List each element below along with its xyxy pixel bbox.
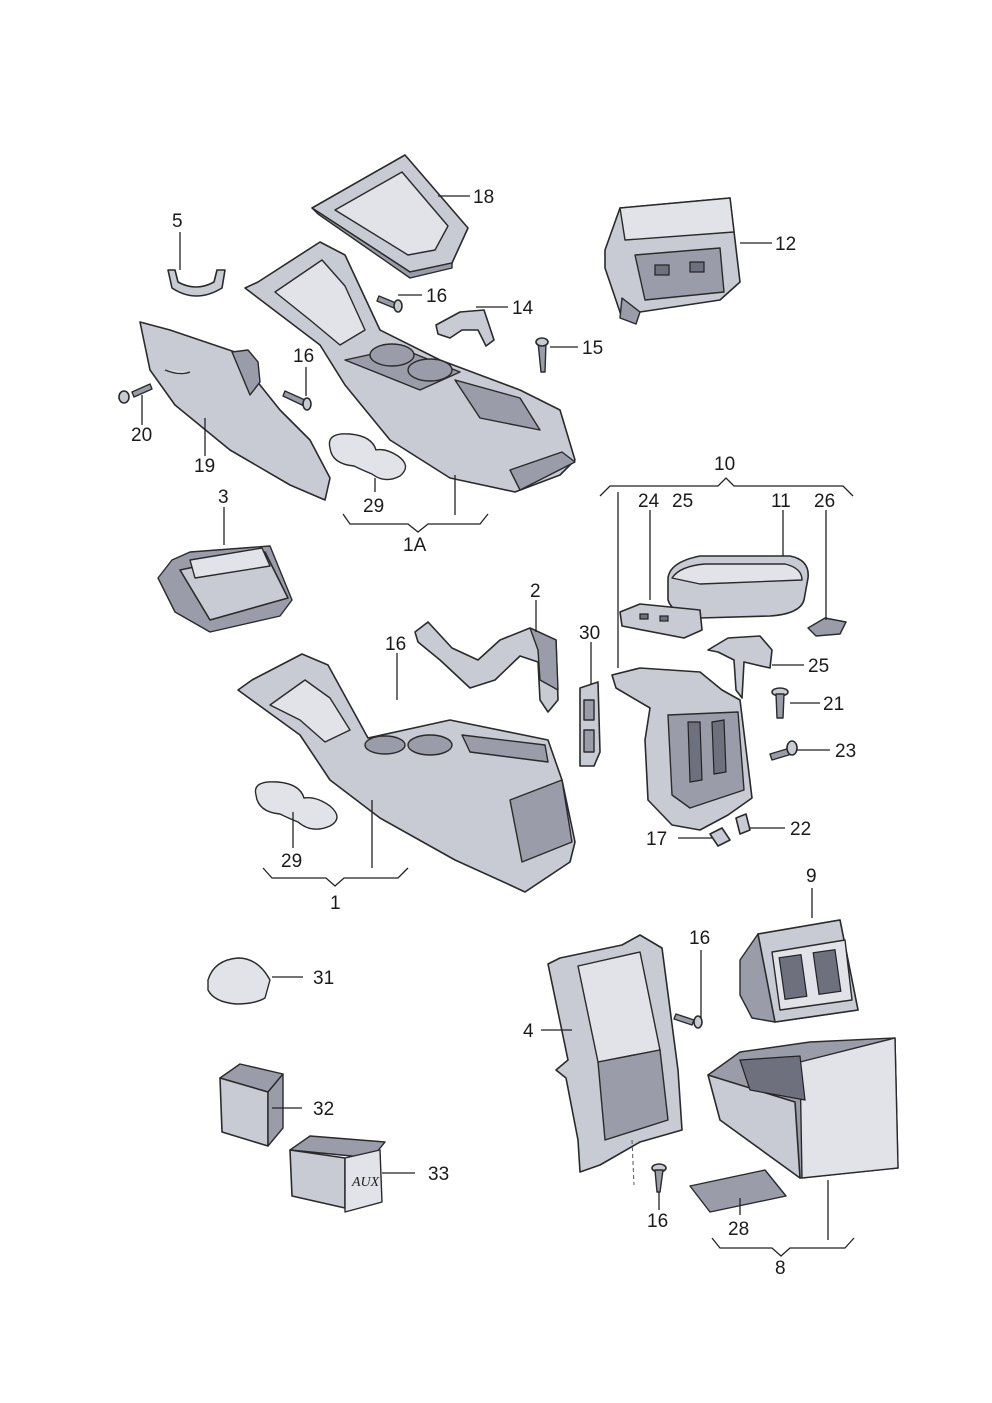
callout-15: 15 xyxy=(582,338,603,359)
clip-17 xyxy=(709,827,731,847)
group-brackets xyxy=(262,477,855,1257)
callout-1A: 1A xyxy=(403,535,427,556)
part-12-storage-tray xyxy=(604,197,741,325)
screw-16-top xyxy=(376,295,403,313)
callout-32: 32 xyxy=(313,1099,334,1120)
screw-21 xyxy=(771,687,789,719)
callout-labels: 18 5 12 16 14 15 16 20 19 29 1A 10 24 25… xyxy=(131,187,856,1279)
screw-20 xyxy=(118,383,153,404)
bracket-1 xyxy=(262,867,409,887)
callout-25-lower: 25 xyxy=(808,656,829,677)
leader-lines xyxy=(141,195,830,1240)
screw-23 xyxy=(769,740,798,761)
part-2-bracket xyxy=(414,621,559,713)
aux-label: AUX xyxy=(351,1175,380,1190)
callout-2: 2 xyxy=(530,581,541,602)
part-14-bracket xyxy=(435,309,495,347)
callout-8: 8 xyxy=(775,1258,786,1279)
callout-31: 31 xyxy=(313,968,334,989)
part-26-cap xyxy=(807,617,847,637)
part-19-side-trim xyxy=(139,321,331,501)
callout-5: 5 xyxy=(172,211,183,232)
callout-24: 24 xyxy=(638,491,660,512)
callout-12: 12 xyxy=(775,234,796,255)
part-11-armrest xyxy=(667,555,809,619)
part-32-blank xyxy=(219,1063,284,1147)
part-5-clip xyxy=(167,269,226,297)
part-18-shift-trim xyxy=(311,154,469,279)
bracket-10 xyxy=(599,477,854,497)
screw-15 xyxy=(535,337,549,373)
callout-16-rear-bottom: 16 xyxy=(647,1211,668,1232)
callout-1: 1 xyxy=(330,893,341,914)
callout-19: 19 xyxy=(194,456,215,477)
callout-11: 11 xyxy=(771,491,791,512)
callout-16-left: 16 xyxy=(293,346,314,367)
clip-22 xyxy=(735,813,751,835)
callout-29-upper: 29 xyxy=(363,496,384,517)
part-30-latch xyxy=(579,681,601,767)
callout-4: 4 xyxy=(523,1021,534,1042)
callout-23: 23 xyxy=(835,741,856,762)
part-8-rear-storage xyxy=(707,1037,899,1179)
callout-26: 26 xyxy=(814,491,835,512)
callout-30: 30 xyxy=(579,623,600,644)
callout-3: 3 xyxy=(218,487,229,508)
callout-28: 28 xyxy=(728,1219,749,1240)
callout-20: 20 xyxy=(131,425,152,446)
callout-14: 14 xyxy=(512,298,534,319)
callout-25-top: 25 xyxy=(672,491,693,512)
screw-16-rear-lower xyxy=(651,1163,667,1193)
callout-17: 17 xyxy=(646,829,667,850)
callout-33: 33 xyxy=(428,1164,449,1185)
callout-29-lower: 29 xyxy=(281,851,302,872)
screw-16-rear-upper xyxy=(673,1013,703,1029)
part-1A-centre-console xyxy=(244,241,576,493)
part-33-aux-socket: AUX xyxy=(289,1135,386,1213)
callout-16-mid: 16 xyxy=(385,634,406,655)
callout-18: 18 xyxy=(473,187,494,208)
part-29-cup-mat-lower xyxy=(254,781,338,830)
bracket-1A xyxy=(342,513,489,533)
part-1-centre-console xyxy=(237,653,576,893)
part-28-mat xyxy=(689,1169,787,1213)
callout-16-top: 16 xyxy=(426,286,447,307)
part-29-cup-mat-upper xyxy=(328,433,407,481)
part-25-hinge-bracket xyxy=(707,635,773,699)
callout-21: 21 xyxy=(823,694,844,715)
part-9-air-vent xyxy=(739,919,859,1023)
part-24-hinge-plate xyxy=(619,603,703,639)
callout-9: 9 xyxy=(806,866,817,887)
callout-22: 22 xyxy=(790,819,811,840)
callout-10: 10 xyxy=(714,454,735,475)
part-3-insert xyxy=(157,545,293,633)
callout-16-rear-top: 16 xyxy=(689,928,710,949)
part-10-armrest-bracket xyxy=(611,667,753,831)
part-4-rear-frame xyxy=(547,934,683,1186)
bracket-8 xyxy=(711,1237,855,1257)
screw-16-left xyxy=(282,390,312,411)
part-31-cover xyxy=(207,957,271,1005)
